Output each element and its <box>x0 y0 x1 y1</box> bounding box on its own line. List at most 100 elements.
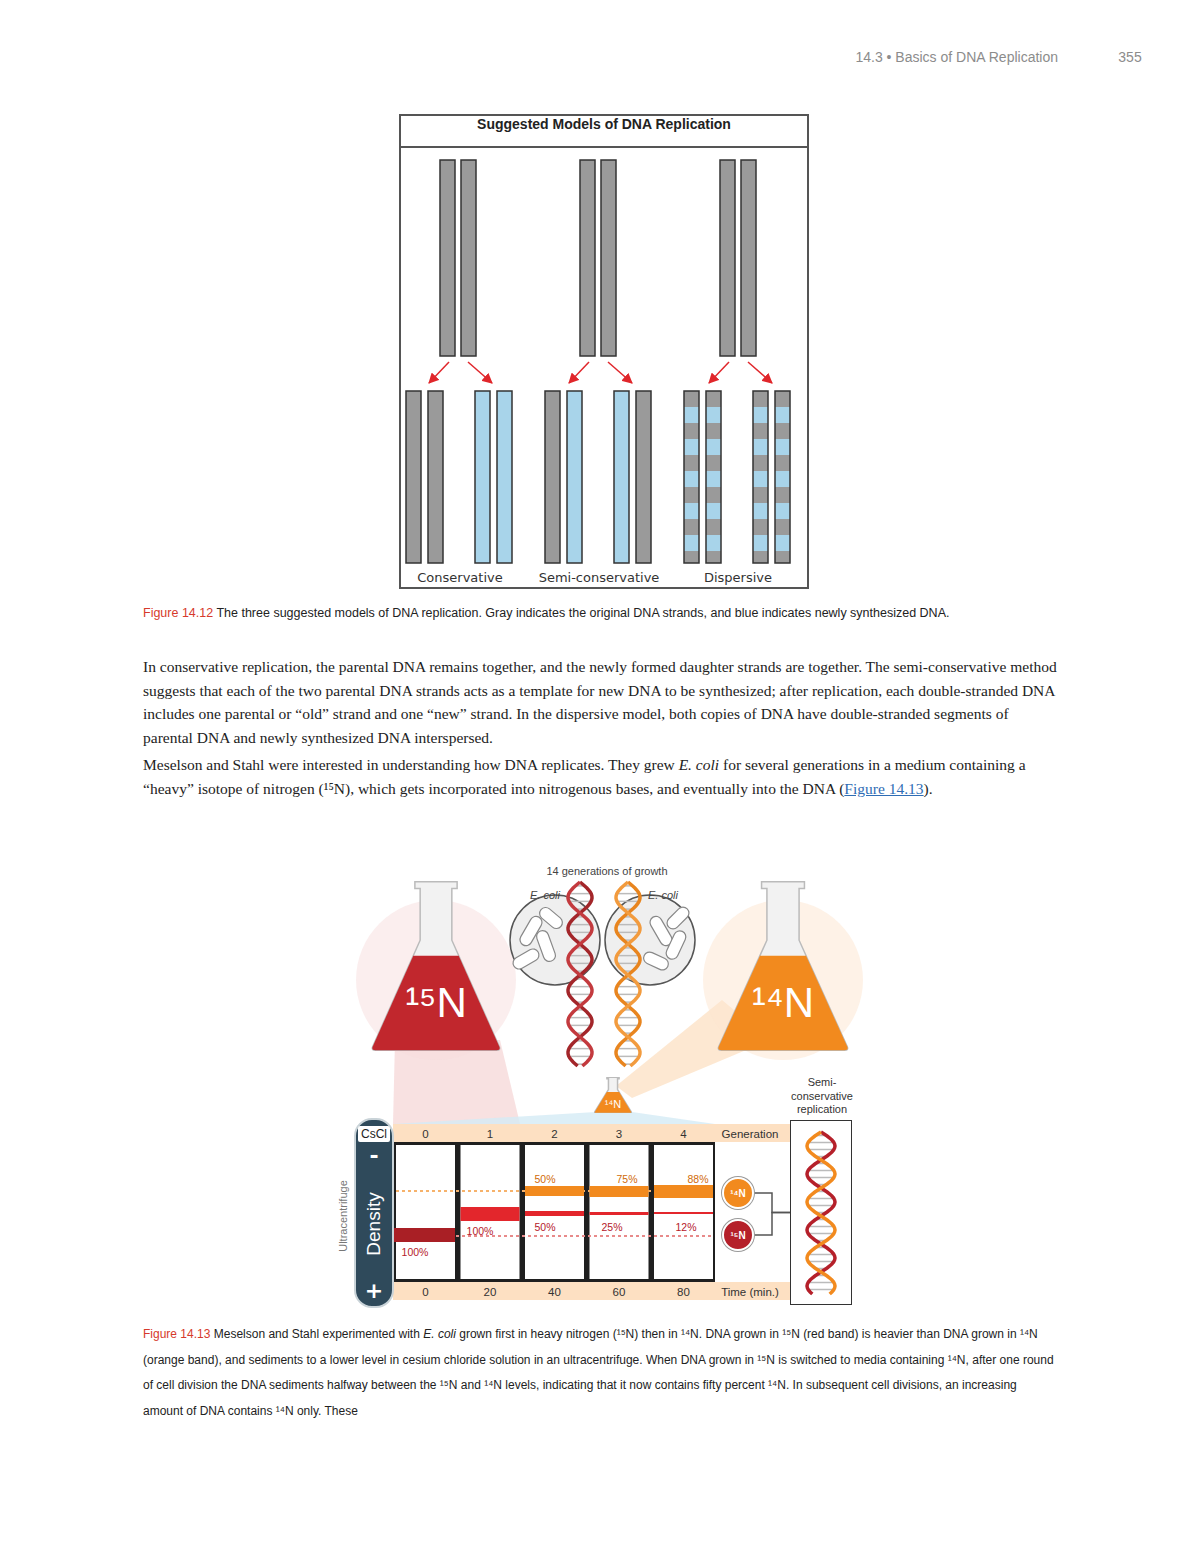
model-label: Conservative <box>417 570 502 585</box>
label-position: 14 generations of growth <box>546 861 667 879</box>
base-pair <box>569 963 591 965</box>
base-pair <box>569 924 591 926</box>
label-position: 25% <box>601 1217 622 1235</box>
time-value: 80 <box>677 1286 690 1298</box>
gradient-gel-part <box>525 1186 584 1196</box>
text-block: In conservative replication, the parenta… <box>143 655 1058 804</box>
base-pair <box>569 994 591 996</box>
base-pair <box>617 1017 639 1019</box>
flask-outline <box>370 880 502 1052</box>
bacteria-circles-part-part <box>537 905 565 931</box>
box-heading: Semi-conservative replication <box>782 1063 862 1117</box>
gradient-gel-part <box>590 1186 649 1197</box>
bacteria-circles-part-part <box>642 950 671 972</box>
paragraph: Figure 14.13 Meselson and Stahl experime… <box>143 1322 1058 1424</box>
organism-label: E. coli <box>530 889 560 901</box>
body-text: E. coli <box>679 756 719 773</box>
isotope-marker: ¹⁵N <box>722 1219 754 1251</box>
gradient-gel-part <box>590 1212 649 1215</box>
replication-models-part <box>741 160 756 356</box>
flask-liquid <box>372 956 499 1051</box>
isotope-label: ¹⁴N <box>752 982 814 1024</box>
band-percent: 88% <box>687 1173 708 1185</box>
culture-flask: ¹⁵N <box>370 880 502 1052</box>
bacteria-circles-part <box>511 905 692 972</box>
gradient-gel-part <box>393 1124 790 1142</box>
axis-label: Generation <box>722 1128 779 1140</box>
band-percent: 50% <box>534 1221 555 1233</box>
figure-frame: Suggested Models of DNA Replication <box>399 114 809 589</box>
charge-sign: - <box>369 1145 378 1167</box>
label-position: 50% <box>534 1169 555 1187</box>
replication-models-part <box>567 391 582 563</box>
culture-flask: ¹⁴N <box>594 1077 632 1113</box>
gradient-gel-part <box>654 1145 713 1279</box>
bacteria-circles-part <box>605 895 695 985</box>
generation-number: 2 <box>551 1128 557 1140</box>
centrifuge-tube: CsCl-Density+ <box>354 1118 394 1308</box>
band-percent: 75% <box>616 1173 637 1185</box>
light-beams-part <box>393 1112 715 1124</box>
gradient-gel-part <box>393 1282 790 1300</box>
band-percent: 25% <box>601 1221 622 1233</box>
label-position: 20 <box>484 1282 497 1300</box>
replication-models-part <box>475 391 490 563</box>
label-position: E. coli <box>648 885 678 903</box>
base-pair <box>617 994 639 996</box>
base-pair <box>569 901 591 903</box>
culture-flask: ¹⁴N <box>716 880 850 1052</box>
gradient-gel-part <box>654 1212 713 1214</box>
base-pair <box>617 963 639 965</box>
organism-label: E. coli <box>648 889 678 901</box>
base-pair <box>569 1017 591 1019</box>
base-pair <box>569 1056 591 1058</box>
label-position: Conservative <box>417 568 502 586</box>
base-pair <box>808 1198 834 1200</box>
replication-arrows-part <box>429 362 449 383</box>
bacteria-circles-part-part <box>665 905 692 932</box>
base-pair <box>808 1233 834 1235</box>
replication-arrows-part <box>748 362 772 383</box>
label-position: Time (min.) <box>721 1282 779 1300</box>
base-pair <box>808 1205 834 1207</box>
body-text: Meselson and Stahl experimented with <box>214 1327 420 1341</box>
gradient-gel-part <box>790 1120 852 1305</box>
model-label: Semi-conservative <box>539 570 660 585</box>
replication-models-part <box>428 391 443 563</box>
replication-arrows-part <box>608 362 632 383</box>
base-pair <box>617 1048 639 1050</box>
base-pair <box>569 932 591 934</box>
replication-models-part <box>580 160 595 356</box>
gradient-gel <box>393 1120 852 1305</box>
medium-label: CsCl <box>358 1126 390 1142</box>
body-text: The three suggested models of DNA replic… <box>216 606 949 620</box>
gradient-gel-part <box>396 1145 455 1279</box>
flask-liquid <box>718 956 847 1051</box>
bacteria-circles <box>510 895 695 985</box>
replication-models-part <box>461 160 476 356</box>
helix-strand <box>807 1132 835 1294</box>
replication-models-part <box>775 391 790 563</box>
gradient-gel-part <box>525 1145 584 1279</box>
base-pair <box>808 1170 834 1172</box>
gradient-gel-part <box>393 1228 455 1242</box>
base-pair <box>808 1149 834 1151</box>
gradient-gel-part <box>590 1145 649 1279</box>
flask-outline <box>716 880 850 1052</box>
label-position: 0 <box>422 1124 428 1142</box>
gradient-gel-part <box>654 1185 713 1198</box>
isotope-label: ¹⁵N <box>405 982 467 1024</box>
model-box: Semi-conservative replication <box>790 1120 852 1305</box>
label-position: 100% <box>402 1242 429 1260</box>
base-pair <box>569 893 591 895</box>
figure-number: Figure 14.12 <box>143 606 213 620</box>
helix-strand <box>568 882 592 1066</box>
replication-models-part <box>753 391 768 563</box>
isotope-label: ¹⁴N <box>730 1188 746 1199</box>
base-pair <box>569 1025 591 1027</box>
band-percent: 50% <box>534 1173 555 1185</box>
charge-sign: + <box>365 1280 383 1302</box>
replication-arrows-part <box>468 362 492 383</box>
